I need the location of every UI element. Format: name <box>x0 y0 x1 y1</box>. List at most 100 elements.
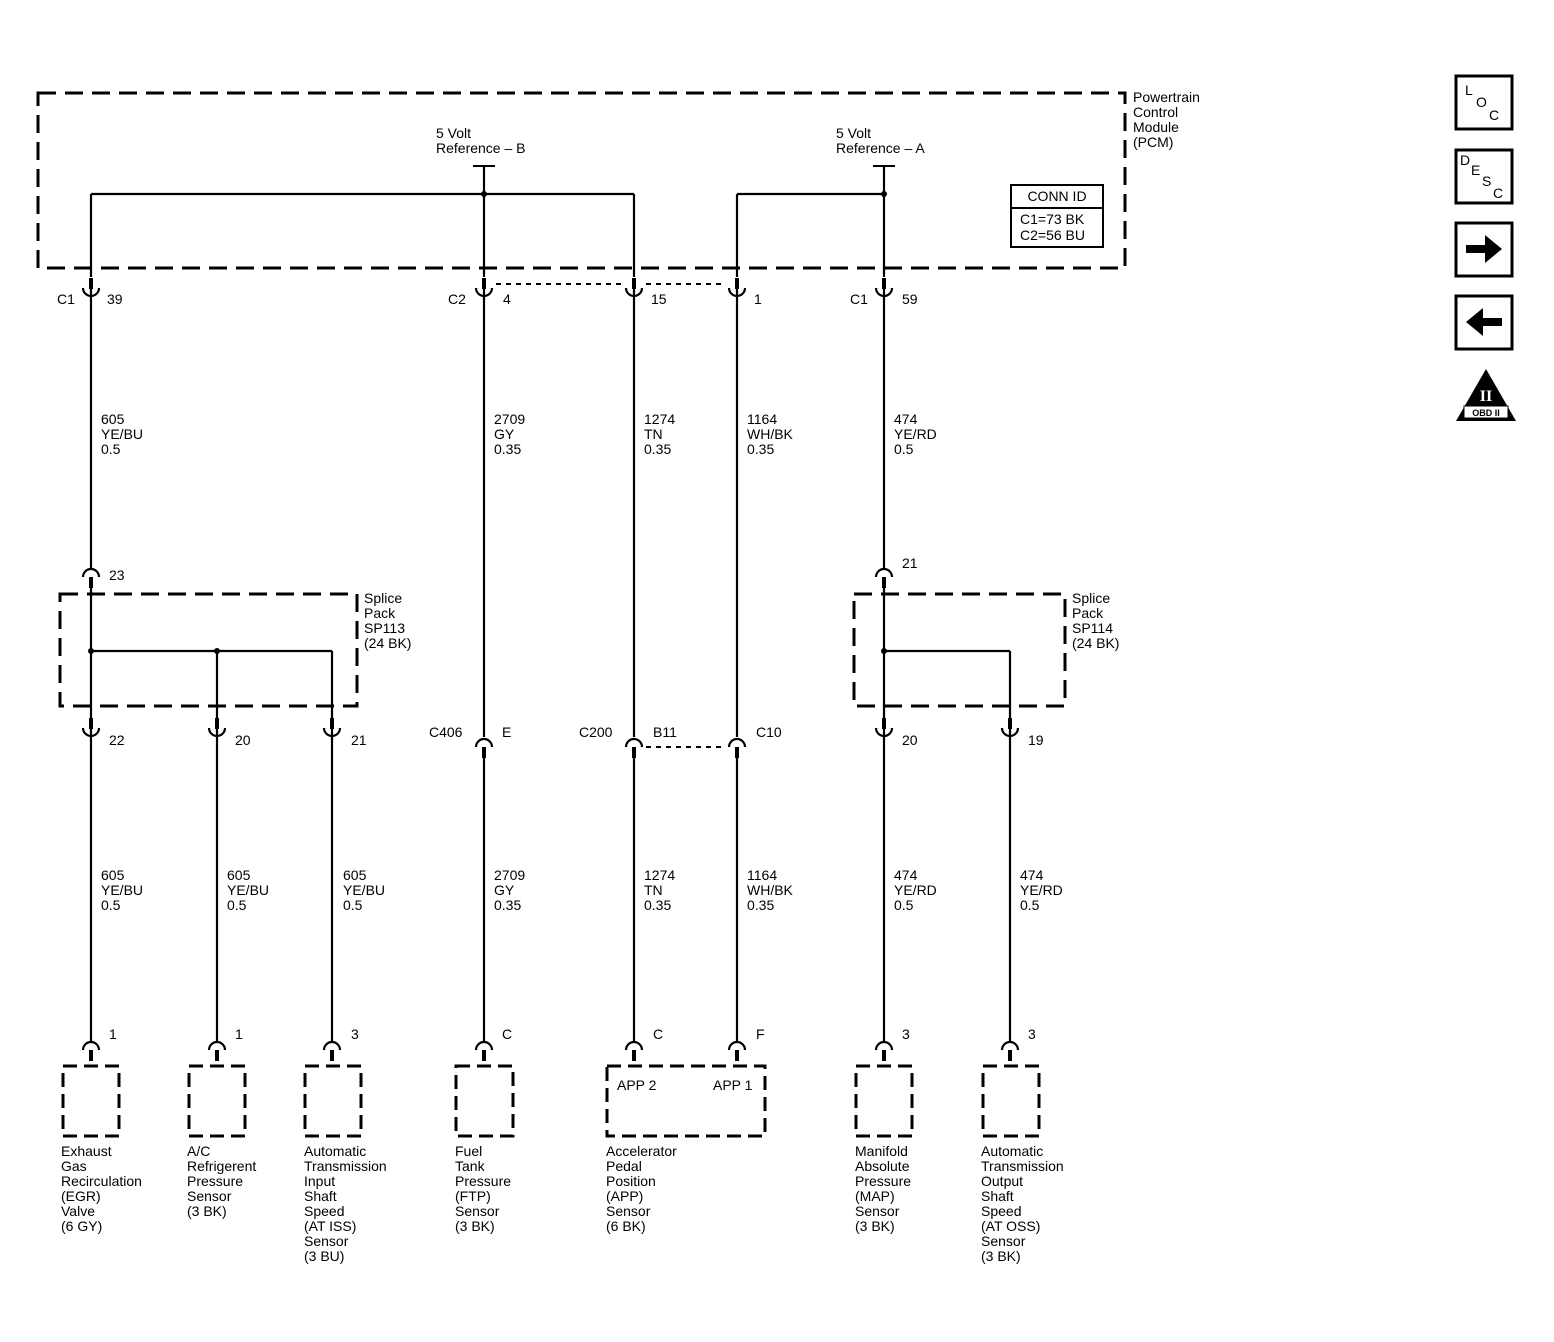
sp114-internal-bus <box>882 587 1012 718</box>
component-connector <box>727 1040 747 1063</box>
wire-label: 605 YE/BU 0.5 <box>343 867 389 913</box>
wire-label: 605 YE/BU 0.5 <box>101 867 147 913</box>
app-inner-label: APP 2 <box>617 1077 657 1093</box>
splice-input-connector <box>81 567 101 590</box>
pcm-pin-connector-label: C1 <box>57 291 75 307</box>
splice-pin-number: 20 <box>235 732 251 748</box>
obd-ii-label: OBD II <box>1472 408 1500 418</box>
component-pin: 3 <box>902 1026 910 1042</box>
splice-dot <box>881 648 887 654</box>
component-name-app: Accelerator Pedal Position (APP) Sensor … <box>606 1143 681 1234</box>
right-arrow-icon <box>1466 235 1502 263</box>
splice-dot <box>88 648 94 654</box>
component-pin: C <box>502 1026 512 1042</box>
conn-id-c2: C2=56 BU <box>1020 227 1085 243</box>
component-name-at-iss: Automatic Transmission Input Shaft Speed… <box>304 1143 391 1264</box>
pcm-internal-wiring <box>89 166 886 277</box>
pcm-outline <box>36 91 1127 270</box>
pcm-pin-connector-label: C2 <box>448 291 466 307</box>
pcm-pin-number: 59 <box>902 291 918 307</box>
splice-pack-name: Splice Pack SP114 (24 BK) <box>1072 590 1119 651</box>
component-pin: 1 <box>109 1026 117 1042</box>
wire-label: 1274 TN 0.35 <box>644 411 679 457</box>
component-pin: F <box>756 1026 765 1042</box>
component-connector <box>624 1040 644 1063</box>
inline-connector-pin: C10 <box>756 724 782 740</box>
splice-pack-name: Splice Pack SP113 (24 BK) <box>364 590 411 651</box>
desc-icon: D E S C <box>1460 152 1503 201</box>
splice-input-connector <box>874 567 894 590</box>
inline-connector-c200 <box>624 737 644 760</box>
conn-id-box: CONN ID C1=73 BK C2=56 BU <box>1010 184 1104 248</box>
inline-connector-pin: E <box>502 724 511 740</box>
component-name-ac-pressure: A/C Refrigerent Pressure Sensor (3 BK) <box>187 1143 260 1219</box>
component-pin: 3 <box>351 1026 359 1042</box>
obd-ii-button[interactable]: II OBD II <box>1456 369 1516 421</box>
pcm-pin-number: 39 <box>107 291 123 307</box>
pcm-pin-number: 4 <box>503 291 511 307</box>
splice-pin-number: 20 <box>902 732 918 748</box>
component-connector <box>874 1040 894 1063</box>
wire-label: 474 YE/RD 0.5 <box>894 411 941 457</box>
component-pin: 1 <box>235 1026 243 1042</box>
previous-page-button[interactable] <box>1454 294 1514 351</box>
component-pin: C <box>653 1026 663 1042</box>
wire-label: 2709 GY 0.35 <box>494 411 529 457</box>
ac-pressure-sensor-body <box>187 1064 247 1138</box>
wire-label: 1274 TN 0.35 <box>644 867 679 913</box>
component-connector <box>322 1040 342 1063</box>
wire-label: 1164 WH/BK 0.35 <box>747 867 797 913</box>
egr-valve-body <box>61 1064 121 1138</box>
loc-icon: L O C <box>1465 82 1499 123</box>
inline-connector-c200 <box>727 737 747 760</box>
desc-button[interactable]: D E S C <box>1454 148 1514 205</box>
component-connector <box>207 1040 227 1063</box>
component-pin: 3 <box>1028 1026 1036 1042</box>
inline-connector-pin: B11 <box>653 724 677 740</box>
wire-label: 2709 GY 0.35 <box>494 867 529 913</box>
ref-b-label: 5 Volt Reference – B <box>436 125 526 156</box>
splice-pin-number: 22 <box>109 732 125 748</box>
wire-label: 605 YE/BU 0.5 <box>227 867 273 913</box>
splice-dot <box>214 648 220 654</box>
loc-button[interactable]: L O C <box>1454 74 1514 131</box>
splice-pin-number: 19 <box>1028 732 1044 748</box>
obd-ii-numeral: II <box>1480 388 1492 405</box>
lower-wires <box>89 729 1012 1042</box>
wire-label: 474 YE/RD 0.5 <box>1020 867 1067 913</box>
conn-id-c1: C1=73 BK <box>1020 211 1085 227</box>
component-connector <box>81 1040 101 1063</box>
inline-connector-c406 <box>474 737 494 760</box>
pcm-pin-number: 15 <box>651 291 667 307</box>
ftp-sensor-body <box>454 1064 515 1138</box>
app-inner-label: APP 1 <box>713 1077 753 1093</box>
at-iss-sensor-body <box>303 1064 363 1138</box>
ref-a-label: 5 Volt Reference – A <box>836 125 925 156</box>
splice-pin-number: 21 <box>351 732 367 748</box>
pcm-pin-number: 1 <box>754 291 762 307</box>
splice-dot <box>881 191 887 197</box>
splice-pack-sp113 <box>58 592 359 708</box>
inline-connector-label: C200 <box>579 724 613 740</box>
sp113-internal-bus <box>89 587 334 718</box>
upper-wires <box>89 289 886 737</box>
wire-label: 474 YE/RD 0.5 <box>894 867 941 913</box>
inline-connector-label: C406 <box>429 724 463 740</box>
component-connector <box>1000 1040 1020 1063</box>
splice-pin-number: 23 <box>109 567 125 583</box>
next-page-button[interactable] <box>1454 221 1514 278</box>
conn-id-header: CONN ID <box>1027 188 1086 204</box>
map-sensor-body <box>854 1064 914 1138</box>
wire-label: 1164 WH/BK 0.35 <box>747 411 797 457</box>
component-name-at-oss: Automatic Transmission Output Shaft Spee… <box>981 1143 1068 1264</box>
component-name-egr: Exhaust Gas Recirculation (EGR) Valve (6… <box>61 1143 146 1234</box>
app-sensor-body <box>605 1064 767 1138</box>
wire-label: 605 YE/BU 0.5 <box>101 411 147 457</box>
splice-dot <box>481 191 487 197</box>
component-connector <box>474 1040 494 1063</box>
at-oss-sensor-body <box>981 1064 1041 1138</box>
pcm-pin-connector-label: C1 <box>850 291 868 307</box>
component-name-ftp: Fuel Tank Pressure (FTP) Sensor (3 BK) <box>455 1143 515 1234</box>
pcm-name: Powertrain Control Module (PCM) <box>1133 89 1204 150</box>
